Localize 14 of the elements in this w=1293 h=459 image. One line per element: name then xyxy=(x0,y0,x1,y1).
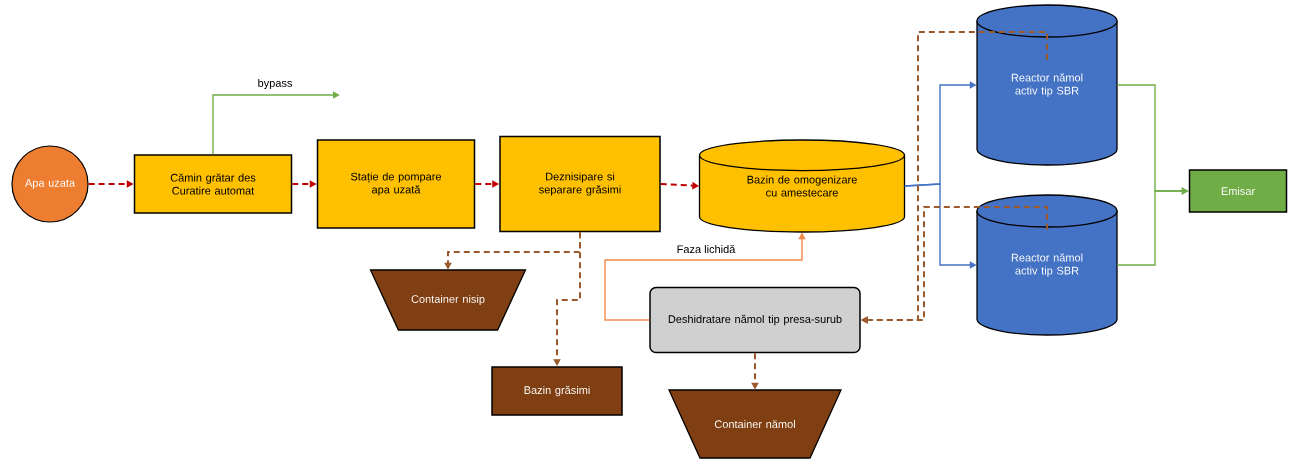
reactor-cylinder: Reactor nămol activ tip SBR xyxy=(976,194,1118,336)
edge-label: Faza lichidă xyxy=(675,243,737,255)
container-trapezoid: Container nisip xyxy=(369,269,527,331)
reactor-cylinder: Reactor nămol activ tip SBR xyxy=(976,4,1118,166)
process-box: Cămin grătar des Curatire automat xyxy=(133,154,293,214)
process-box: Deznisipare si separare grăsimi xyxy=(499,135,661,233)
container-trapezoid: Container nămol xyxy=(668,389,843,459)
tank-cylinder: Bazin de omogenizare cu amestecare xyxy=(698,139,906,233)
edge-label: bypass xyxy=(256,77,294,91)
dewatering-box: Deshidratare nămol tip presa-surub xyxy=(649,286,861,354)
outlet-box: Emisar xyxy=(1188,169,1288,213)
basin-box: Bazin grăsimi xyxy=(491,366,623,416)
process-box: Stație de pompare apa uzată xyxy=(316,139,476,229)
arrow xyxy=(212,91,340,155)
